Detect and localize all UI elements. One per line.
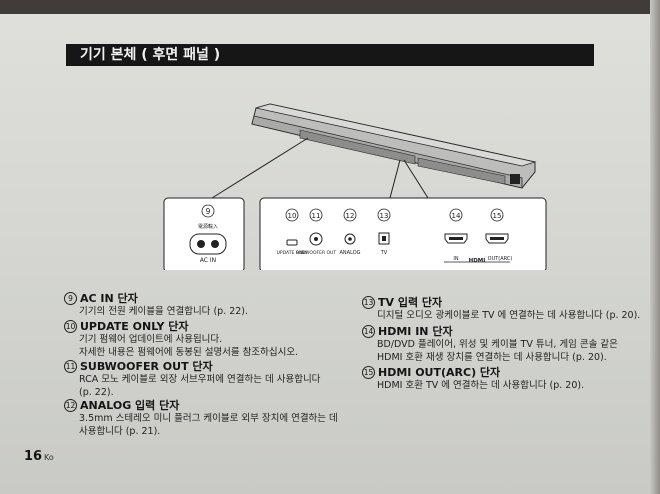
callout-14: 14 — [452, 212, 461, 220]
language-code: Ko — [44, 453, 54, 462]
item-desc-line: BD/DVD 플레이어, 위성 및 케이블 TV 튜너, 게임 콘솔 같은 — [377, 339, 618, 350]
item-desc-line: (p. 22). — [79, 387, 114, 398]
item-desc-line: HDMI 호환 TV 에 연결하는 데 사용합니다 (p. 20). — [377, 380, 585, 391]
item-desc-line: 디지털 오디오 광케이블로 TV 에 연결하는 데 사용합니다 (p. 20). — [377, 310, 641, 321]
hdmi-in-port: 14 IN — [444, 208, 468, 262]
item-title: HDMI OUT(ARC) 단자 — [378, 366, 501, 379]
update-only-label: UPDATE ONLY — [277, 250, 308, 256]
subwoofer-out-label: SUBWOOFER OUT — [296, 250, 336, 256]
item-title: HDMI IN 단자 — [378, 325, 453, 338]
callout-10: 10 — [288, 212, 297, 220]
item-num: 9 — [64, 292, 77, 305]
hdmi-out-label: OUT(ARC) — [488, 256, 513, 262]
analog-label: ANALOG — [340, 250, 361, 256]
connector-panel: 10 UPDATE ONLY 11 SUBWOOFER OUT 12 ANALO… — [259, 197, 547, 270]
hdmi-out-port: 15 OUT(ARC) — [485, 208, 513, 262]
item-title: AC IN 단자 — [80, 292, 138, 305]
tv-label: TV — [380, 250, 388, 256]
item-title: TV 입력 단자 — [378, 296, 443, 309]
callout-12: 12 — [346, 212, 355, 220]
item-desc-line: 기기의 전원 케이블을 연결합니다 (p. 22). — [79, 306, 249, 317]
update-only-port: 10 UPDATE ONLY — [277, 208, 308, 256]
soundbar-illustration — [251, 103, 537, 189]
ac-in-socket — [189, 233, 227, 255]
item-title: UPDATE ONLY 단자 — [80, 320, 189, 333]
item-desc-line: 사용합니다 (p. 21). — [79, 426, 161, 437]
item-num: 14 — [362, 325, 375, 338]
callout-11: 11 — [312, 212, 321, 220]
hdmi-in-label: IN — [453, 256, 458, 262]
tv-optical-port: 13 TV — [377, 208, 391, 256]
callout-line-right — [403, 159, 429, 199]
callout-line-middle — [389, 159, 401, 199]
callout-9: 9 — [206, 207, 211, 216]
rear-panel-diagram: 9 電源輸入 AC IN 10 UPDATE ONLY 11 SUBWOOFER… — [163, 103, 547, 270]
item-title: SUBWOOFER OUT 단자 — [80, 360, 213, 373]
callout-line-left — [211, 137, 309, 199]
item-num: 15 — [362, 366, 375, 379]
ac-in-chinese-label: 電源輸入 — [198, 223, 218, 230]
item-desc-line: 기기 펌웨어 업데이트에 사용됩니다. — [79, 334, 223, 345]
item-num: 10 — [64, 320, 77, 333]
item-num: 11 — [64, 360, 77, 373]
item-title: ANALOG 입력 단자 — [80, 399, 180, 412]
item-desc-line: 3.5mm 스테레오 미니 플러그 케이블로 외부 장치에 연결하는 데 — [79, 413, 338, 424]
item-desc-line: 자세한 내용은 펌웨어에 동봉된 설명서를 참조하십시오. — [79, 347, 299, 358]
ac-in-panel: 9 電源輸入 AC IN — [163, 197, 245, 270]
hdmi-logo: HDMI — [469, 258, 486, 264]
subwoofer-out-port: 11 SUBWOOFER OUT — [296, 208, 336, 256]
item-desc-line: HDMI 호환 재생 장치를 연결하는 데 사용합니다 (p. 20). — [377, 352, 607, 363]
item-desc-line: RCA 모노 케이블로 외장 서브우퍼에 연결하는 데 사용합니다 — [79, 374, 321, 385]
page-number: 16 — [24, 449, 43, 464]
callout-15: 15 — [493, 212, 502, 220]
callout-13: 13 — [380, 212, 389, 220]
book-gutter — [650, 0, 660, 494]
item-num: 13 — [362, 296, 375, 309]
ac-in-label: AC IN — [200, 257, 216, 264]
item-num: 12 — [64, 399, 77, 412]
page-top-edge — [0, 0, 660, 14]
section-title: 기기 본체 ( 후면 패널 ) — [66, 44, 594, 66]
analog-port: 12 ANALOG — [340, 208, 361, 256]
